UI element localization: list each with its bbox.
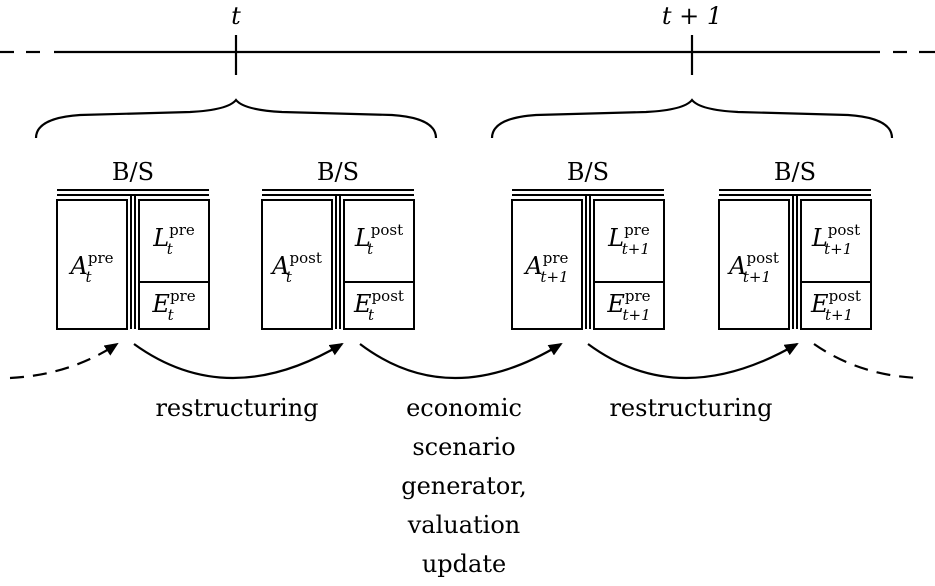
scenario-arrow xyxy=(359,342,563,380)
asset-box xyxy=(56,199,128,330)
scenario-line-3: generator, xyxy=(401,472,527,500)
restructuring-label-1: restructuring xyxy=(155,394,318,422)
timeline xyxy=(0,35,935,75)
equity-box xyxy=(343,281,415,330)
scenario-label: economic scenario generator, valuation u… xyxy=(401,394,527,578)
restructuring-arrow-1 xyxy=(133,342,344,380)
restructuring-label-2: restructuring xyxy=(609,394,772,422)
asset-box xyxy=(261,199,333,330)
scenario-line-1: economic xyxy=(406,394,522,422)
bs-header: B/S xyxy=(112,158,154,186)
asset-box xyxy=(718,199,790,330)
equity-box xyxy=(800,281,872,330)
brace-left xyxy=(34,98,438,139)
dashed-incoming-arrow xyxy=(9,342,119,380)
scenario-line-4: valuation xyxy=(407,511,521,539)
liability-box xyxy=(138,199,210,283)
asset-box xyxy=(511,199,583,330)
bs-header: B/S xyxy=(774,158,816,186)
brace-right xyxy=(490,98,894,139)
scenario-line-2: scenario xyxy=(412,433,515,461)
equity-box xyxy=(593,281,665,330)
bs-header: B/S xyxy=(317,158,359,186)
tick-label-t: t xyxy=(231,2,241,30)
equity-box xyxy=(138,281,210,330)
dashed-outgoing-arrow xyxy=(813,343,921,380)
restructuring-arrow-2 xyxy=(587,342,799,380)
tick-label-t-plus-1: t + 1 xyxy=(662,2,722,30)
bs-header: B/S xyxy=(567,158,609,186)
scenario-line-5: update xyxy=(422,550,506,578)
